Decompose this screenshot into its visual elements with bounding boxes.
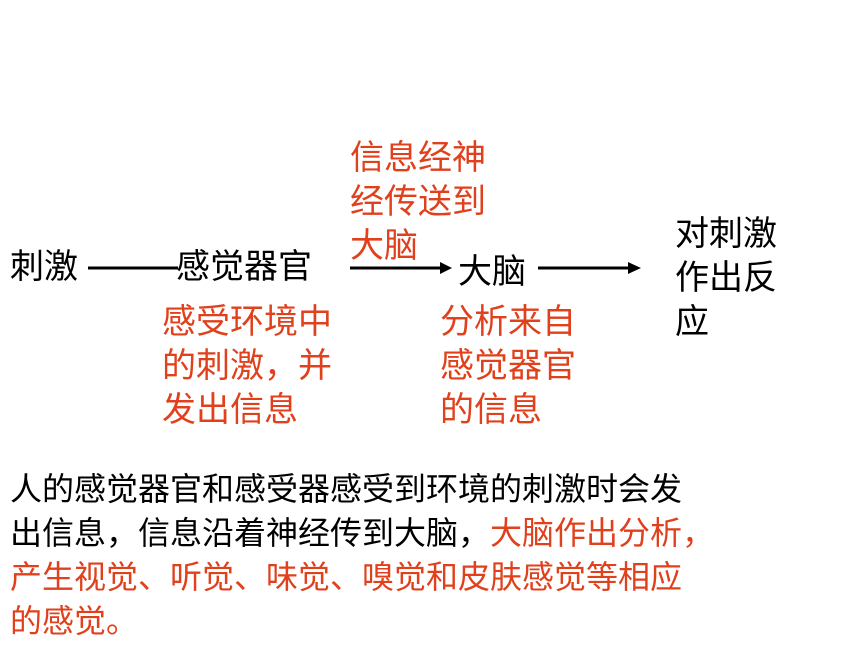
node-stimulus: 刺激 [10, 247, 78, 287]
summary-line-2-highlight: 大脑作出分析， [490, 514, 715, 552]
note-transmission-line: 大脑 [350, 226, 418, 266]
summary-paragraph: 人的感觉器官和感受器感受到环境的刺激时会发 出信息，信息沿着神经传到大脑，大脑作… [10, 467, 850, 643]
node-response-line: 对刺激 [675, 214, 777, 254]
node-response-line: 应 [675, 302, 709, 342]
summary-line-1: 人的感觉器官和感受器感受到环境的刺激时会发 [10, 470, 683, 508]
note-brain-role-line: 的信息 [440, 390, 542, 430]
note-transmission: 信息经神 经传送到 大脑 [350, 136, 486, 268]
note-sense-organ-role-line: 感受环境中 [162, 302, 332, 342]
node-response: 对刺激 作出反 应 [675, 212, 777, 344]
note-transmission-line: 信息经神 [350, 138, 486, 178]
arrow-brain-to-response-head [628, 262, 641, 274]
summary-line-4: 的感觉。 [10, 602, 139, 640]
summary-line-2-black: 出信息，信息沿着神经传到大脑， [10, 514, 491, 552]
node-brain: 大脑 [458, 252, 526, 292]
note-sense-organ-role-line: 发出信息 [162, 390, 298, 430]
node-response-line: 作出反 [675, 258, 777, 298]
note-brain-role-line: 感觉器官 [440, 346, 576, 386]
note-sense-organ-role: 感受环境中 的刺激，并 发出信息 [162, 300, 332, 432]
note-transmission-line: 经传送到 [350, 182, 486, 222]
node-sense-organ: 感觉器官 [176, 247, 312, 287]
note-brain-role: 分析来自 感觉器官 的信息 [440, 300, 576, 432]
note-brain-role-line: 分析来自 [440, 302, 576, 342]
arrow-organ-to-brain-head [440, 262, 452, 274]
summary-line-2: 出信息，信息沿着神经传到大脑，大脑作出分析， [10, 511, 850, 555]
note-sense-organ-role-line: 的刺激，并 [162, 346, 332, 386]
summary-line-3: 产生视觉、听觉、味觉、嗅觉和皮肤感觉等相应 [10, 558, 683, 596]
